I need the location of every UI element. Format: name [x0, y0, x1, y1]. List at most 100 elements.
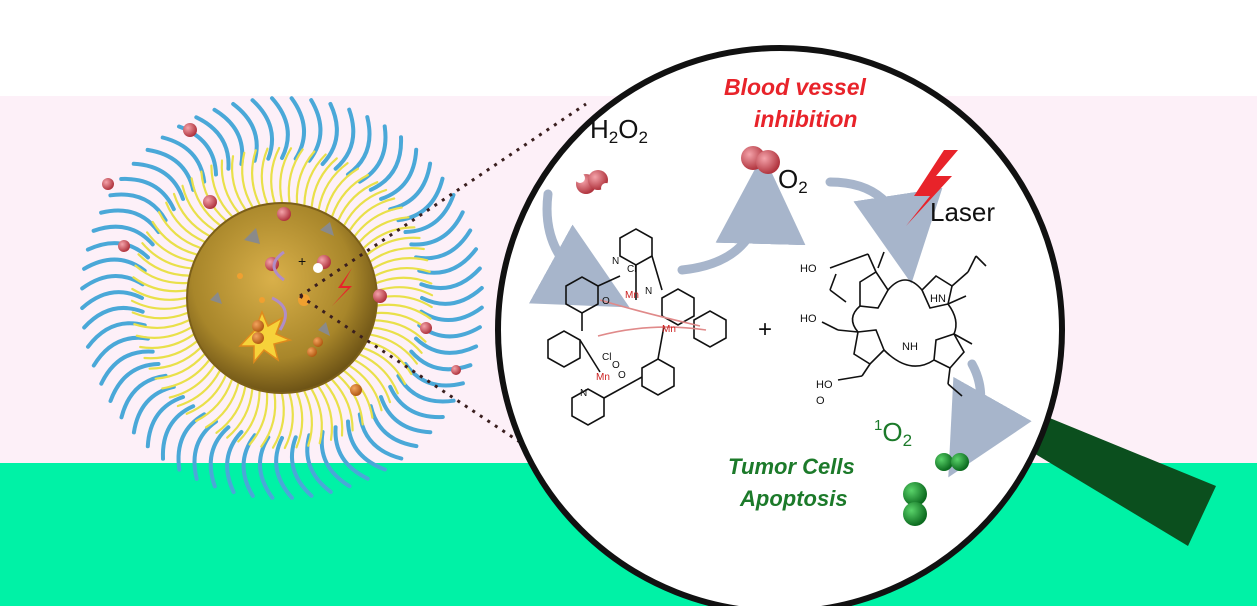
nh-label: NH: [902, 341, 918, 353]
apoptosis-cell-icon: [903, 453, 969, 526]
corona-strand-outer: [403, 362, 465, 388]
corona-strand-inner: [331, 173, 369, 218]
corona-strand-inner: [283, 392, 294, 450]
corona-strand-inner: [348, 197, 396, 232]
corona-strand-inner: [366, 236, 421, 256]
corona-strand-inner: [148, 347, 202, 370]
inhibition-label: inhibition: [754, 106, 858, 132]
corona-strand-outer: [289, 96, 307, 161]
nanoparticle-icon: +: [80, 96, 484, 500]
cl-label: Cl: [627, 264, 636, 275]
corona-strand-outer: [409, 349, 473, 372]
corona-strand-inner: [270, 146, 281, 204]
corona-strand-inner: [317, 385, 334, 441]
corona-strand-inner: [353, 359, 392, 404]
mn-label: Mn: [662, 324, 676, 335]
corona-strand-inner: [137, 253, 190, 277]
corona-strand-outer: [119, 373, 168, 420]
corona-strand-inner: [151, 220, 198, 256]
corona-strand-outer: [225, 430, 244, 495]
corona-strand-outer: [131, 384, 176, 435]
corona-strand-inner: [185, 374, 227, 415]
laser-bolt-icon: [906, 150, 958, 226]
corona-strand-inner: [331, 378, 354, 432]
background-top: [0, 0, 1257, 96]
corona-strand-outer: [257, 435, 275, 500]
corona-strand-inner: [358, 216, 410, 243]
corona-strand-inner: [168, 364, 216, 399]
corona-strand-inner: [310, 388, 323, 445]
corona-strand-outer: [419, 266, 482, 291]
corona-strand-inner: [190, 177, 221, 227]
o2-label: O2: [778, 164, 808, 197]
corona-strand-outer: [417, 247, 478, 275]
mn-salen-structure: [547, 228, 727, 426]
apoptosis-label: Apoptosis: [740, 486, 848, 511]
corona-strand-outer: [99, 349, 155, 386]
corona-strand-outer: [346, 419, 387, 472]
singlet-oxygen-label: 1O2: [874, 417, 913, 450]
corona-strand-inner: [131, 311, 189, 320]
h2o2-label: H2O2: [590, 114, 648, 147]
corona-strand-outer: [379, 147, 419, 201]
corona-strand-inner: [135, 326, 192, 339]
corona-strand-inner: [133, 319, 190, 329]
corona-strand-outer: [231, 102, 259, 163]
corona-strand-inner: [279, 147, 293, 204]
corona-strand-inner: [141, 242, 192, 270]
arrow-icon: [528, 154, 1032, 478]
corona-strand-outer: [99, 208, 161, 234]
corona-strand-outer: [379, 395, 433, 435]
corona-strand-outer: [396, 373, 456, 404]
corona-strand-inner: [237, 390, 261, 443]
corona-strand-outer: [108, 362, 161, 403]
corona-strand-inner: [343, 188, 388, 227]
explosion-icon: [238, 310, 293, 365]
n-label: N: [612, 256, 619, 267]
corona-strand-inner: [369, 246, 425, 263]
corona-strand-inner: [337, 181, 379, 222]
blood-vessel-label: Blood vessel: [724, 74, 866, 100]
corona-strand-inner: [303, 153, 327, 206]
cl-label: Cl: [602, 352, 611, 363]
corona-strand-inner: [372, 257, 429, 270]
corona-strand-outer: [414, 336, 479, 355]
corona-strand-outer: [212, 107, 245, 166]
h2o2-molecule-icon: [575, 170, 611, 194]
n-label: N: [645, 286, 652, 297]
tumor-cells-label: Tumor Cells: [728, 454, 855, 479]
corona-strand-outer: [208, 425, 231, 489]
corona-strand-outer: [289, 435, 314, 498]
corona-strand-outer: [80, 273, 145, 291]
corona-strand-outer: [368, 135, 404, 192]
corona-strand-inner: [376, 286, 434, 297]
corona-strand-inner: [241, 151, 254, 208]
corona-strand-inner: [310, 157, 338, 208]
corona-strand-outer: [250, 98, 275, 161]
corona-strand-inner: [295, 391, 304, 449]
corona-strand-inner: [287, 148, 304, 204]
corona-strand-outer: [194, 115, 231, 171]
chlorin-structure: [821, 251, 987, 397]
corona-strand-inner: [337, 374, 364, 426]
corona-strand-outer: [307, 98, 323, 163]
corona-strand-inner: [358, 353, 399, 395]
plus-sign: +: [758, 316, 773, 343]
mn-label: Mn: [625, 290, 639, 301]
corona-strand-inner: [376, 303, 432, 320]
corona-strand-inner: [369, 333, 418, 365]
hn-label: HN: [930, 293, 946, 305]
corona-strand-inner: [132, 276, 188, 293]
n-label: N: [580, 388, 587, 399]
corona-strand-inner: [324, 382, 344, 437]
corona-strand-outer: [91, 224, 155, 247]
corona-strand-outer: [145, 147, 196, 192]
corona-strand-inner: [372, 326, 423, 354]
corona-strand-outer: [420, 286, 484, 306]
o-label: O: [618, 370, 626, 381]
svg-text:+: +: [298, 253, 306, 269]
corona-strand-inner: [303, 390, 313, 447]
corona-strand-outer: [119, 176, 176, 212]
corona-strand-inner: [181, 184, 216, 232]
